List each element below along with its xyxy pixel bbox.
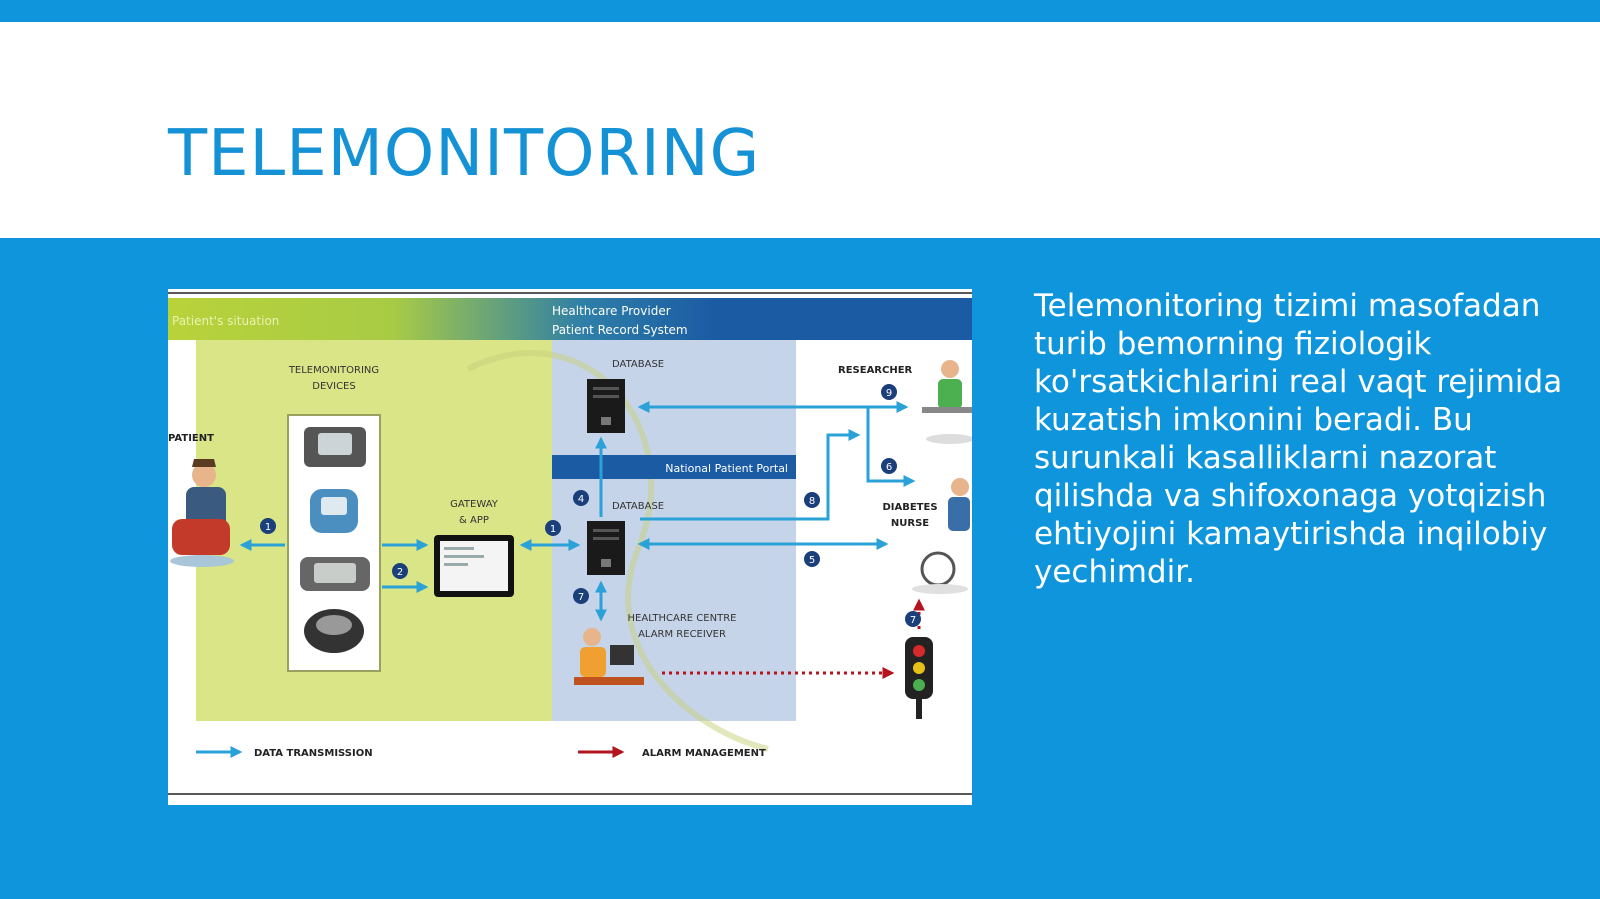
- operator-monitor-icon: [610, 645, 634, 665]
- gateway-label-line1: GATEWAY: [450, 499, 499, 510]
- slide-title: TELEMONITORING: [168, 117, 761, 191]
- title-area: TELEMONITORING: [0, 22, 1600, 238]
- arrow-researcher-nurse: [866, 407, 916, 487]
- database-top-server-slot-icon: [593, 395, 619, 398]
- patient-head-icon: [192, 463, 216, 487]
- step-badge: 5: [804, 551, 820, 567]
- alarm-receiver-label-line2: ALARM RECEIVER: [638, 629, 726, 640]
- database-top-server-drive-icon: [601, 417, 611, 425]
- traffic-light-red-icon: [913, 645, 925, 657]
- operator-desk-icon: [574, 677, 644, 685]
- alarm-receiver-label-line1: HEALTHCARE CENTRE: [628, 613, 737, 624]
- database-top-label: DATABASE: [612, 359, 664, 370]
- patient-hair-icon: [192, 459, 216, 467]
- database-top-server-slot-icon: [593, 387, 619, 390]
- legend-data-label: DATA TRANSMISSION: [254, 748, 373, 759]
- step-number: 1: [550, 524, 556, 535]
- traffic-light-green-icon: [913, 679, 925, 691]
- nurse-shadow-icon: [912, 584, 968, 594]
- left-header-label: Patient's situation: [172, 314, 279, 328]
- telemonitoring-diagram: Patient's situation Healthcare Provider …: [168, 289, 972, 805]
- wheelchair-icon: [920, 551, 956, 587]
- step-number: 5: [809, 555, 815, 566]
- step-number: 4: [578, 494, 584, 505]
- researcher-head-icon: [941, 360, 959, 378]
- step-badge: 6: [881, 458, 897, 474]
- database-bottom-server-slot-icon: [593, 529, 619, 532]
- researcher-body-icon: [938, 379, 962, 409]
- glucose-meter-screen-icon: [321, 497, 347, 515]
- nurse-body-icon: [948, 497, 970, 531]
- legend-alarm-label: ALARM MANAGEMENT: [642, 748, 766, 759]
- step-number: 1: [265, 522, 271, 533]
- researcher-label: RESEARCHER: [838, 365, 913, 376]
- step-badge: 8: [804, 492, 820, 508]
- nurse-head-icon: [951, 478, 969, 496]
- step-badge: 2: [392, 563, 408, 579]
- nurse-label-line2: NURSE: [891, 518, 929, 529]
- pedometer-screen-icon: [314, 563, 356, 583]
- operator-body-icon: [580, 647, 606, 677]
- step-number: 2: [397, 567, 403, 578]
- devices-label-line2: DEVICES: [312, 381, 355, 392]
- operator-head-icon: [583, 628, 601, 646]
- bp-monitor-screen-icon: [318, 433, 352, 455]
- top-accent-bar: [0, 0, 1600, 22]
- slide-body-text: Telemonitoring tizimi masofadan turib be…: [1034, 288, 1563, 590]
- patient-body-icon: [186, 487, 226, 529]
- devices-label-line1: TELEMONITORING: [288, 365, 379, 376]
- gateway-label-line2: & APP: [459, 515, 489, 526]
- researcher-desk-icon: [922, 407, 972, 413]
- step-badge: 1: [260, 518, 276, 534]
- national-portal-label: National Patient Portal: [665, 462, 788, 475]
- tablet-screen-line-icon: [444, 563, 468, 566]
- step-badge: 7: [905, 611, 921, 627]
- step-number: 9: [886, 388, 892, 399]
- database-bottom-label: DATABASE: [612, 501, 664, 512]
- patient-shadow-icon: [170, 555, 234, 567]
- nurse-label-line1: DIABETES: [882, 502, 937, 513]
- tablet-screen-line-icon: [444, 547, 474, 550]
- step-badge: 1: [545, 520, 561, 536]
- step-badge: 7: [573, 588, 589, 604]
- step-number: 7: [910, 615, 916, 626]
- traffic-light-pole-icon: [916, 699, 922, 719]
- traffic-light-yellow-icon: [913, 662, 925, 674]
- researcher-shadow-icon: [926, 434, 972, 444]
- database-bottom-server-slot-icon: [593, 537, 619, 540]
- diagram-header-band: [168, 298, 972, 340]
- step-badge: 9: [881, 384, 897, 400]
- step-badge: 4: [573, 490, 589, 506]
- right-header-line2: Patient Record System: [552, 323, 688, 337]
- patient-label: PATIENT: [168, 433, 214, 444]
- tablet-screen-line-icon: [444, 555, 484, 558]
- patient-armchair-icon: [172, 519, 230, 555]
- arrow-database-portal: [640, 429, 861, 521]
- scale-device-dial-icon: [316, 615, 352, 635]
- step-number: 6: [886, 462, 892, 473]
- database-bottom-server-drive-icon: [601, 559, 611, 567]
- right-header-line1: Healthcare Provider: [552, 304, 671, 318]
- national-portal-band: [552, 455, 796, 479]
- step-number: 8: [809, 496, 815, 507]
- step-number: 7: [578, 592, 584, 603]
